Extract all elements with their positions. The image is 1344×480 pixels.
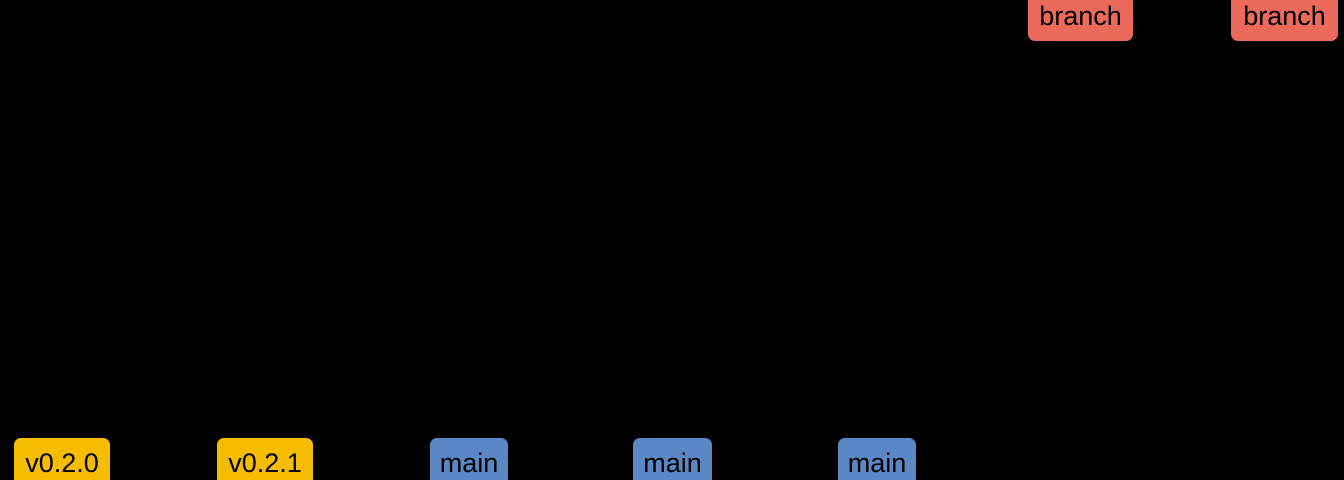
ref-badge-label: v0.2.0 <box>25 447 99 478</box>
ref-badge-tag-2[interactable]: v0.2.0 <box>14 438 110 480</box>
ref-badge-tag-3[interactable]: v0.2.1 <box>217 438 313 480</box>
ref-badge-label: branch <box>1039 0 1122 31</box>
ref-badge-label: v0.2.1 <box>228 447 302 478</box>
ref-badge-label: main <box>847 447 907 478</box>
ref-badge-branch-1[interactable]: branch <box>1231 0 1338 41</box>
ref-badge-label: main <box>439 447 499 478</box>
ref-badge-main-5[interactable]: main <box>633 438 712 480</box>
ref-badge-branch-0[interactable]: branch <box>1028 0 1133 41</box>
ref-badge-label: branch <box>1243 0 1326 31</box>
ref-badge-label: main <box>643 447 702 478</box>
ref-badge-main-6[interactable]: main <box>838 438 916 480</box>
ref-badge-main-4[interactable]: main <box>430 438 508 480</box>
